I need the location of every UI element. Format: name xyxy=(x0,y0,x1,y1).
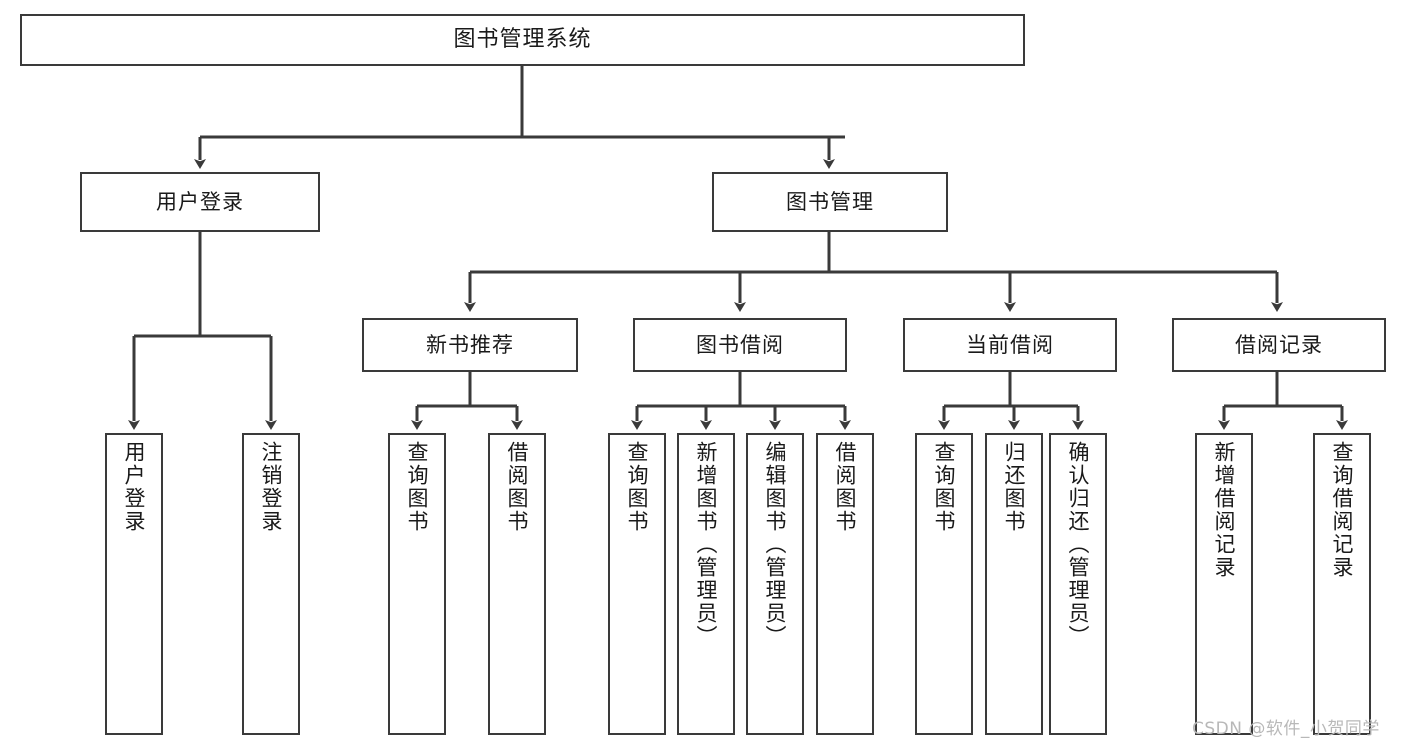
leaf-query-book-3-label: 查询图书 xyxy=(932,441,957,533)
node-new-book-recommend[interactable]: 新书推荐 xyxy=(362,318,578,372)
leaf-add-book-label: 新增图书（管理员） xyxy=(694,441,719,648)
node-current-borrow[interactable]: 当前借阅 xyxy=(903,318,1117,372)
node-user-login[interactable]: 用户登录 xyxy=(80,172,320,232)
leaf-logout-label: 注销登录 xyxy=(259,441,284,533)
leaf-confirm-return[interactable]: 确认归还（管理员） xyxy=(1049,433,1107,735)
leaf-query-book-2-label: 查询图书 xyxy=(625,441,650,533)
leaf-query-book-1[interactable]: 查询图书 xyxy=(388,433,446,735)
leaf-add-record[interactable]: 新增借阅记录 xyxy=(1195,433,1253,735)
node-user-login-label: 用户登录 xyxy=(156,189,244,214)
node-current-borrow-label: 当前借阅 xyxy=(966,332,1054,357)
leaf-user-login-label: 用户登录 xyxy=(122,441,147,533)
leaf-query-book-1-label: 查询图书 xyxy=(405,441,430,533)
leaf-logout[interactable]: 注销登录 xyxy=(242,433,300,735)
leaf-confirm-return-label: 确认归还（管理员） xyxy=(1066,441,1091,648)
node-book-manage[interactable]: 图书管理 xyxy=(712,172,948,232)
leaf-borrow-book-2-label: 借阅图书 xyxy=(833,441,858,533)
leaf-edit-book-label: 编辑图书（管理员） xyxy=(763,441,788,648)
leaf-borrow-book-1-label: 借阅图书 xyxy=(505,441,530,533)
node-borrow-record[interactable]: 借阅记录 xyxy=(1172,318,1386,372)
node-book-borrow[interactable]: 图书借阅 xyxy=(633,318,847,372)
leaf-query-book-3[interactable]: 查询图书 xyxy=(915,433,973,735)
node-book-borrow-label: 图书借阅 xyxy=(696,332,784,357)
leaf-query-record-label: 查询借阅记录 xyxy=(1330,441,1355,579)
node-new-book-recommend-label: 新书推荐 xyxy=(426,332,514,357)
leaf-query-record[interactable]: 查询借阅记录 xyxy=(1313,433,1371,735)
leaf-edit-book[interactable]: 编辑图书（管理员） xyxy=(746,433,804,735)
leaf-add-book[interactable]: 新增图书（管理员） xyxy=(677,433,735,735)
leaf-borrow-book-1[interactable]: 借阅图书 xyxy=(488,433,546,735)
csdn-watermark: CSDN @软件_小贺同学 xyxy=(1192,719,1380,739)
leaf-add-record-label: 新增借阅记录 xyxy=(1212,441,1237,579)
node-root[interactable]: 图书管理系统 xyxy=(20,14,1025,66)
leaf-return-book[interactable]: 归还图书 xyxy=(985,433,1043,735)
leaf-borrow-book-2[interactable]: 借阅图书 xyxy=(816,433,874,735)
node-book-manage-label: 图书管理 xyxy=(786,189,874,214)
leaf-query-book-2[interactable]: 查询图书 xyxy=(608,433,666,735)
node-root-label: 图书管理系统 xyxy=(453,27,592,53)
leaf-return-book-label: 归还图书 xyxy=(1002,441,1027,533)
leaf-user-login[interactable]: 用户登录 xyxy=(105,433,163,735)
node-borrow-record-label: 借阅记录 xyxy=(1235,332,1323,357)
